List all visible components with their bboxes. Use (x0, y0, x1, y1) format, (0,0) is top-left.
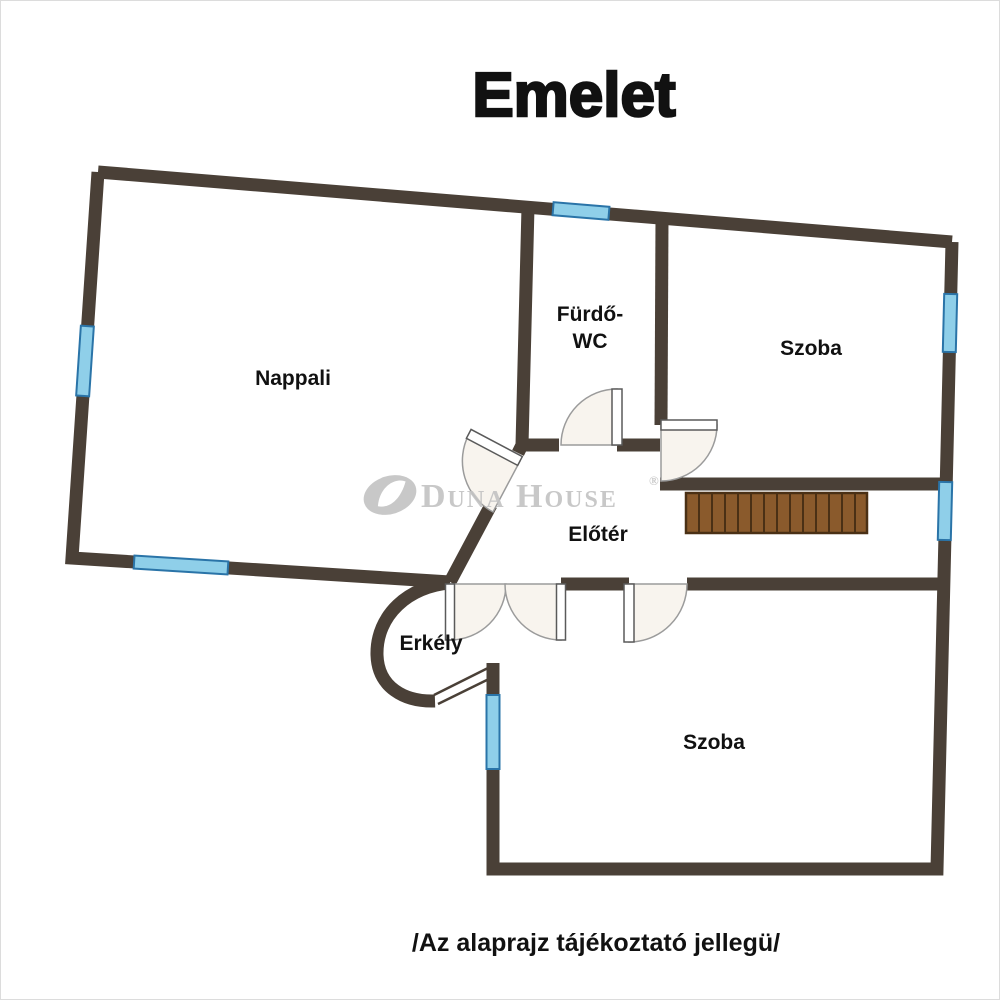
watermark: Duna House ® (363, 473, 659, 515)
window-icon (132, 554, 230, 576)
door-leaf-icon (611, 388, 623, 446)
walls (65, 165, 959, 876)
stair-treads (698, 493, 856, 533)
door-leaf-icon (555, 583, 567, 641)
wall-szoba-top-left (654, 217, 669, 426)
room-labels: Nappali Fürdő- WC Szoba Előtér Erkély Sz… (255, 303, 842, 754)
wall-left-outer (65, 171, 451, 589)
room-label-eloter: Előtér (568, 523, 628, 546)
room-label-szoba-top: Szoba (780, 337, 842, 360)
leaf-logo-icon (363, 475, 417, 515)
watermark-registered-mark: ® (649, 473, 659, 488)
room-label-furdo-line2: WC (573, 330, 608, 353)
watermark-brand-text: Duna House (421, 478, 618, 515)
door-leaf-icon (444, 583, 456, 641)
window-icon (941, 292, 959, 354)
room-label-nappali: Nappali (255, 367, 331, 390)
window-icon (75, 324, 95, 398)
wall-balcony-curve (370, 576, 451, 708)
door-leaf-icon (623, 583, 635, 643)
page-title: Emelet (472, 61, 675, 130)
door-leaf-icon (660, 419, 718, 431)
wall-nappali-eloter (444, 501, 497, 586)
room-label-erkely: Erkély (399, 632, 462, 655)
wall-right-outer (486, 241, 959, 876)
door-swing-icon (628, 583, 688, 643)
window-icon (551, 201, 611, 221)
room-label-szoba-bottom: Szoba (683, 731, 745, 754)
door-swing-icon (504, 583, 562, 641)
balcony-railing (433, 665, 494, 706)
doors (444, 388, 718, 643)
stairs-icon (684, 491, 869, 535)
door-swing-icon (560, 388, 618, 446)
window-icon (485, 694, 501, 770)
wall-furdo-left (512, 206, 535, 456)
windows (75, 201, 959, 770)
disclaimer-text: /Az alaprajz tájékoztató jellegü/ (412, 929, 780, 957)
door-leaf-icon (465, 428, 524, 467)
door-swing-icon (660, 424, 718, 482)
window-icon (936, 480, 954, 542)
room-label-furdo-line1: Fürdő- (557, 303, 623, 326)
